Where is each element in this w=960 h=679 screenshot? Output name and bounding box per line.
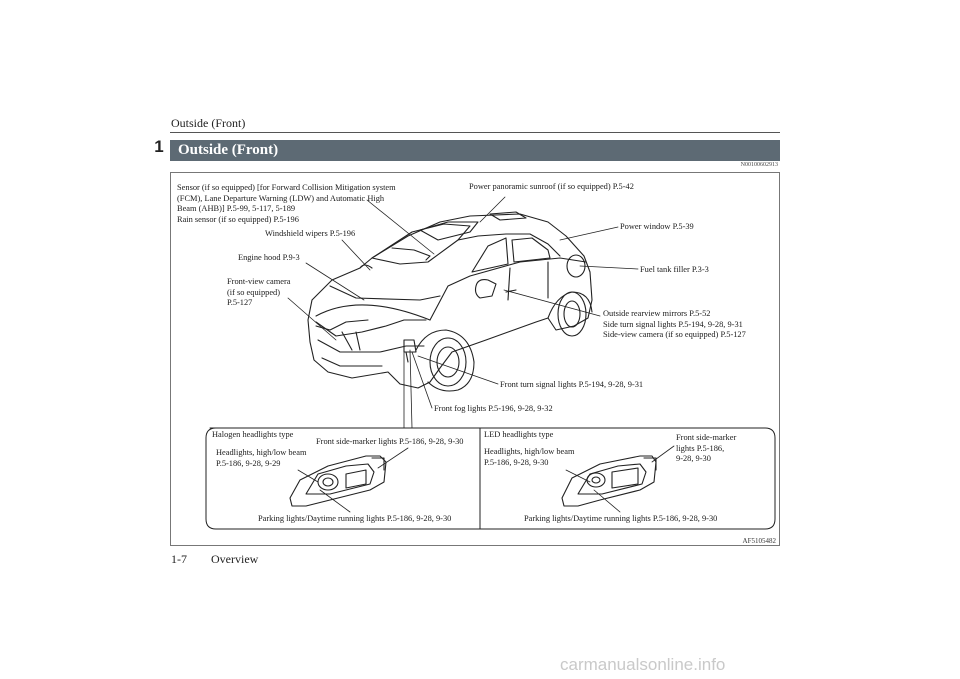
header-rule — [170, 132, 780, 133]
figure-frame — [170, 172, 780, 546]
callout-power-window: Power window P.5-39 — [620, 222, 694, 231]
callout-sunroof: Power panoramic sunroof (if so equipped)… — [469, 182, 634, 191]
halogen-parking: Parking lights/Daytime running lights P.… — [258, 514, 452, 523]
chapter-number: 1 — [154, 137, 164, 156]
callout-fog-lights: Front fog lights P.5-196, 9-28, 9-32 — [434, 404, 553, 413]
footer-page-number: 1-7 — [171, 552, 187, 566]
figure-code: AF5105482 — [742, 537, 776, 545]
running-header-title: Outside (Front) — [171, 116, 246, 130]
section-title: Outside (Front) — [178, 142, 279, 158]
section-doc-code: N00100602913 — [740, 162, 778, 168]
headlight-leader-lines — [297, 445, 675, 513]
led-type-label: LED headlights type — [484, 430, 554, 439]
footer-section-name: Overview — [211, 552, 259, 566]
led-side-marker: Front side-marker lights P.5-186, 9-28, … — [676, 433, 737, 463]
halogen-headlight-drawing — [289, 455, 387, 507]
car-body-outline — [307, 211, 593, 392]
watermark-text: carmanualsonline.info — [560, 655, 726, 674]
halogen-headlights: Headlights, high/low beam P.5-186, 9-28,… — [216, 448, 307, 468]
callout-wipers: Windshield wipers P.5-196 — [265, 229, 356, 238]
halogen-type-label: Halogen headlights type — [212, 430, 294, 439]
halogen-side-marker: Front side-marker lights P.5-186, 9-28, … — [316, 437, 464, 446]
callout-fuel-filler: Fuel tank filler P.3-3 — [640, 265, 709, 274]
led-parking: Parking lights/Daytime running lights P.… — [524, 514, 718, 523]
callout-engine-hood: Engine hood P.9-3 — [238, 253, 300, 262]
led-headlight-drawing — [561, 455, 657, 507]
section-title-bar — [170, 140, 780, 161]
callout-sensor: Sensor (if so equipped) [for Forward Col… — [177, 183, 396, 224]
callout-mirrors: Outside rearview mirrors P.5-52 Side tur… — [603, 309, 746, 339]
callout-front-turn: Front turn signal lights P.5-194, 9-28, … — [500, 380, 644, 389]
led-headlights: Headlights, high/low beam P.5-186, 9-28,… — [484, 447, 575, 467]
callout-front-camera: Front-view camera (if so equipped) P.5-1… — [227, 277, 291, 307]
leader-lines — [287, 196, 639, 429]
